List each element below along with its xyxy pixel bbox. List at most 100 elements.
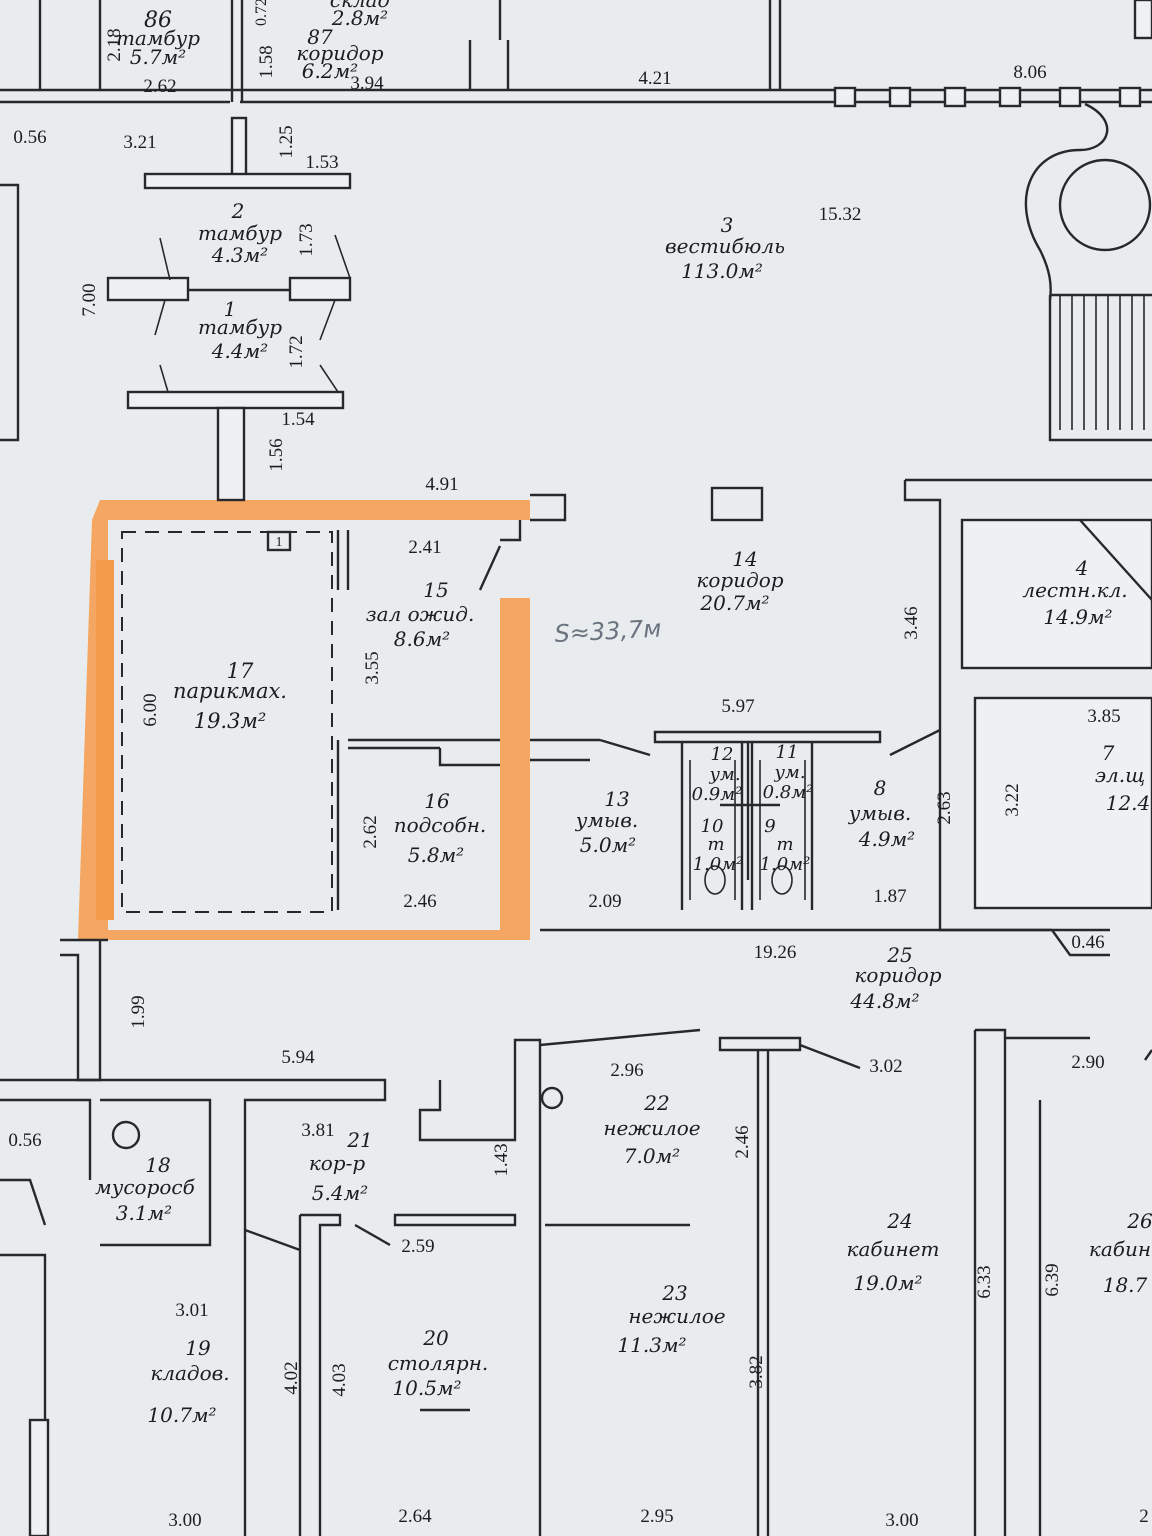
room-3: 3 вестибюль 113.0м² <box>665 213 785 283</box>
svg-text:17: 17 <box>227 659 254 683</box>
svg-text:10: 10 <box>701 816 724 837</box>
svg-text:0.56: 0.56 <box>8 1130 41 1151</box>
svg-text:9: 9 <box>764 816 775 837</box>
svg-text:15: 15 <box>423 578 448 602</box>
svg-text:1: 1 <box>224 297 237 321</box>
svg-text:19: 19 <box>185 1336 211 1360</box>
svg-text:6.00: 6.00 <box>140 693 161 726</box>
svg-text:24: 24 <box>886 1209 912 1233</box>
svg-text:19.26: 19.26 <box>754 942 797 963</box>
svg-text:2.64: 2.64 <box>398 1506 432 1527</box>
highlighted-premises-outline <box>78 500 530 940</box>
svg-text:6.33: 6.33 <box>974 1265 995 1298</box>
svg-text:1.56: 1.56 <box>266 438 287 471</box>
svg-text:3: 3 <box>721 213 734 237</box>
svg-text:подсобн.: подсобн. <box>394 813 487 837</box>
svg-text:2: 2 <box>1139 1506 1149 1527</box>
svg-text:2.90: 2.90 <box>1071 1052 1104 1073</box>
svg-text:1.0м²: 1.0м² <box>760 854 811 875</box>
svg-text:0.8м²: 0.8м² <box>763 782 814 803</box>
svg-text:0.72: 0.72 <box>253 0 270 26</box>
svg-text:0.9м²: 0.9м² <box>692 784 743 805</box>
svg-text:2.59: 2.59 <box>401 1236 434 1257</box>
svg-text:6.2м²: 6.2м² <box>302 59 358 83</box>
svg-text:4.03: 4.03 <box>329 1363 350 1396</box>
svg-text:3.01: 3.01 <box>175 1300 208 1321</box>
room-11: 11 ум. 0.8м² <box>763 742 814 803</box>
room-2: 2 тамбур 4.3м² <box>198 199 282 267</box>
svg-text:19.3м²: 19.3м² <box>194 709 267 733</box>
svg-text:2.95: 2.95 <box>640 1506 673 1527</box>
svg-text:14: 14 <box>732 547 757 571</box>
room-19: 19 кладов. 10.7м² <box>147 1336 229 1427</box>
svg-text:19.0м²: 19.0м² <box>853 1271 922 1295</box>
svg-text:5.0м²: 5.0м² <box>580 833 636 857</box>
svg-text:5.7м²: 5.7м² <box>130 45 186 69</box>
svg-text:парикмах.: парикмах. <box>173 679 287 703</box>
room-26: 26 кабин 18.7 <box>1089 1209 1152 1297</box>
svg-text:87: 87 <box>307 25 333 49</box>
svg-text:2.62: 2.62 <box>143 76 176 97</box>
room-4: 4 лестн.кл. 14.9м² <box>1022 556 1127 629</box>
svg-text:10.7м²: 10.7м² <box>147 1403 216 1427</box>
svg-text:12.4: 12.4 <box>1106 791 1151 815</box>
dimension-labels: 2.18 0.72 1.58 2.62 3.94 4.21 8.06 0.56 … <box>8 0 1148 1531</box>
svg-text:эл.щ: эл.щ <box>1095 763 1145 787</box>
svg-text:2.8м²: 2.8м² <box>331 6 388 30</box>
svg-text:3.94: 3.94 <box>350 73 384 94</box>
svg-text:2.18: 2.18 <box>104 28 125 61</box>
svg-text:1.54: 1.54 <box>281 409 315 430</box>
svg-text:3.81: 3.81 <box>301 1120 334 1141</box>
svg-text:18.7: 18.7 <box>1103 1273 1148 1297</box>
svg-text:1.58: 1.58 <box>256 45 277 78</box>
room-21: 21 кор-р 5.4м² <box>309 1128 373 1205</box>
svg-text:14.9м²: 14.9м² <box>1043 605 1112 629</box>
svg-text:7: 7 <box>1102 741 1115 765</box>
svg-text:7.0м²: 7.0м² <box>624 1144 680 1168</box>
room-labels: 86 тамбур 5.7м² склад 2.8м² 87 коридор 6… <box>95 0 1152 1427</box>
svg-text:3.21: 3.21 <box>123 132 156 153</box>
svg-text:нежилое: нежилое <box>603 1116 700 1140</box>
svg-text:кор-р: кор-р <box>309 1151 366 1175</box>
svg-text:2.96: 2.96 <box>610 1060 643 1081</box>
svg-text:1: 1 <box>276 535 283 550</box>
svg-text:зал ожид.: зал ожид. <box>366 602 475 626</box>
svg-text:86: 86 <box>144 8 172 33</box>
svg-text:4.02: 4.02 <box>281 1361 302 1394</box>
svg-text:8.6м²: 8.6м² <box>394 627 450 651</box>
room-22: 22 нежилое 7.0м² <box>603 1091 700 1168</box>
svg-text:ум.: ум. <box>773 762 805 783</box>
room-8: 8 умыв. 4.9м² <box>848 776 915 851</box>
room-1: 1 тамбур 4.4м² <box>198 297 282 363</box>
room-10: 10 т 1.0м² <box>693 816 744 875</box>
room-25: 25 коридор 44.8м² <box>849 943 941 1013</box>
svg-text:5.8м²: 5.8м² <box>408 843 464 867</box>
room-13: 13 умыв. 5.0м² <box>575 787 638 857</box>
svg-text:11: 11 <box>776 742 799 763</box>
svg-text:ум.: ум. <box>708 764 740 785</box>
svg-text:тамбур: тамбур <box>116 26 200 50</box>
svg-text:13: 13 <box>604 787 629 811</box>
svg-text:3.1м²: 3.1м² <box>116 1201 172 1225</box>
room-12: 12 ум. 0.9м² <box>692 744 743 805</box>
svg-text:3.22: 3.22 <box>1002 783 1023 816</box>
svg-text:4: 4 <box>1075 556 1089 580</box>
svg-text:коридор: коридор <box>696 568 783 592</box>
svg-text:вестибюль: вестибюль <box>665 234 785 258</box>
room-87: 87 коридор 6.2м² <box>296 25 383 83</box>
svg-text:т: т <box>707 834 724 855</box>
svg-text:т: т <box>776 834 793 855</box>
room-23: 23 нежилое 11.3м² <box>617 1281 725 1357</box>
svg-text:1.0м²: 1.0м² <box>693 854 744 875</box>
svg-text:11.3м²: 11.3м² <box>617 1333 686 1357</box>
svg-text:3.85: 3.85 <box>1087 706 1120 727</box>
room-15: 15 зал ожид. 8.6м² <box>366 578 475 651</box>
svg-text:3.82: 3.82 <box>746 1355 767 1388</box>
svg-text:2.41: 2.41 <box>408 537 441 558</box>
room-18: 18 мусоросб 3.1м² <box>95 1153 195 1225</box>
svg-text:5.97: 5.97 <box>721 696 754 717</box>
svg-text:нежилое: нежилое <box>628 1304 725 1328</box>
svg-text:коридор: коридор <box>296 41 383 65</box>
